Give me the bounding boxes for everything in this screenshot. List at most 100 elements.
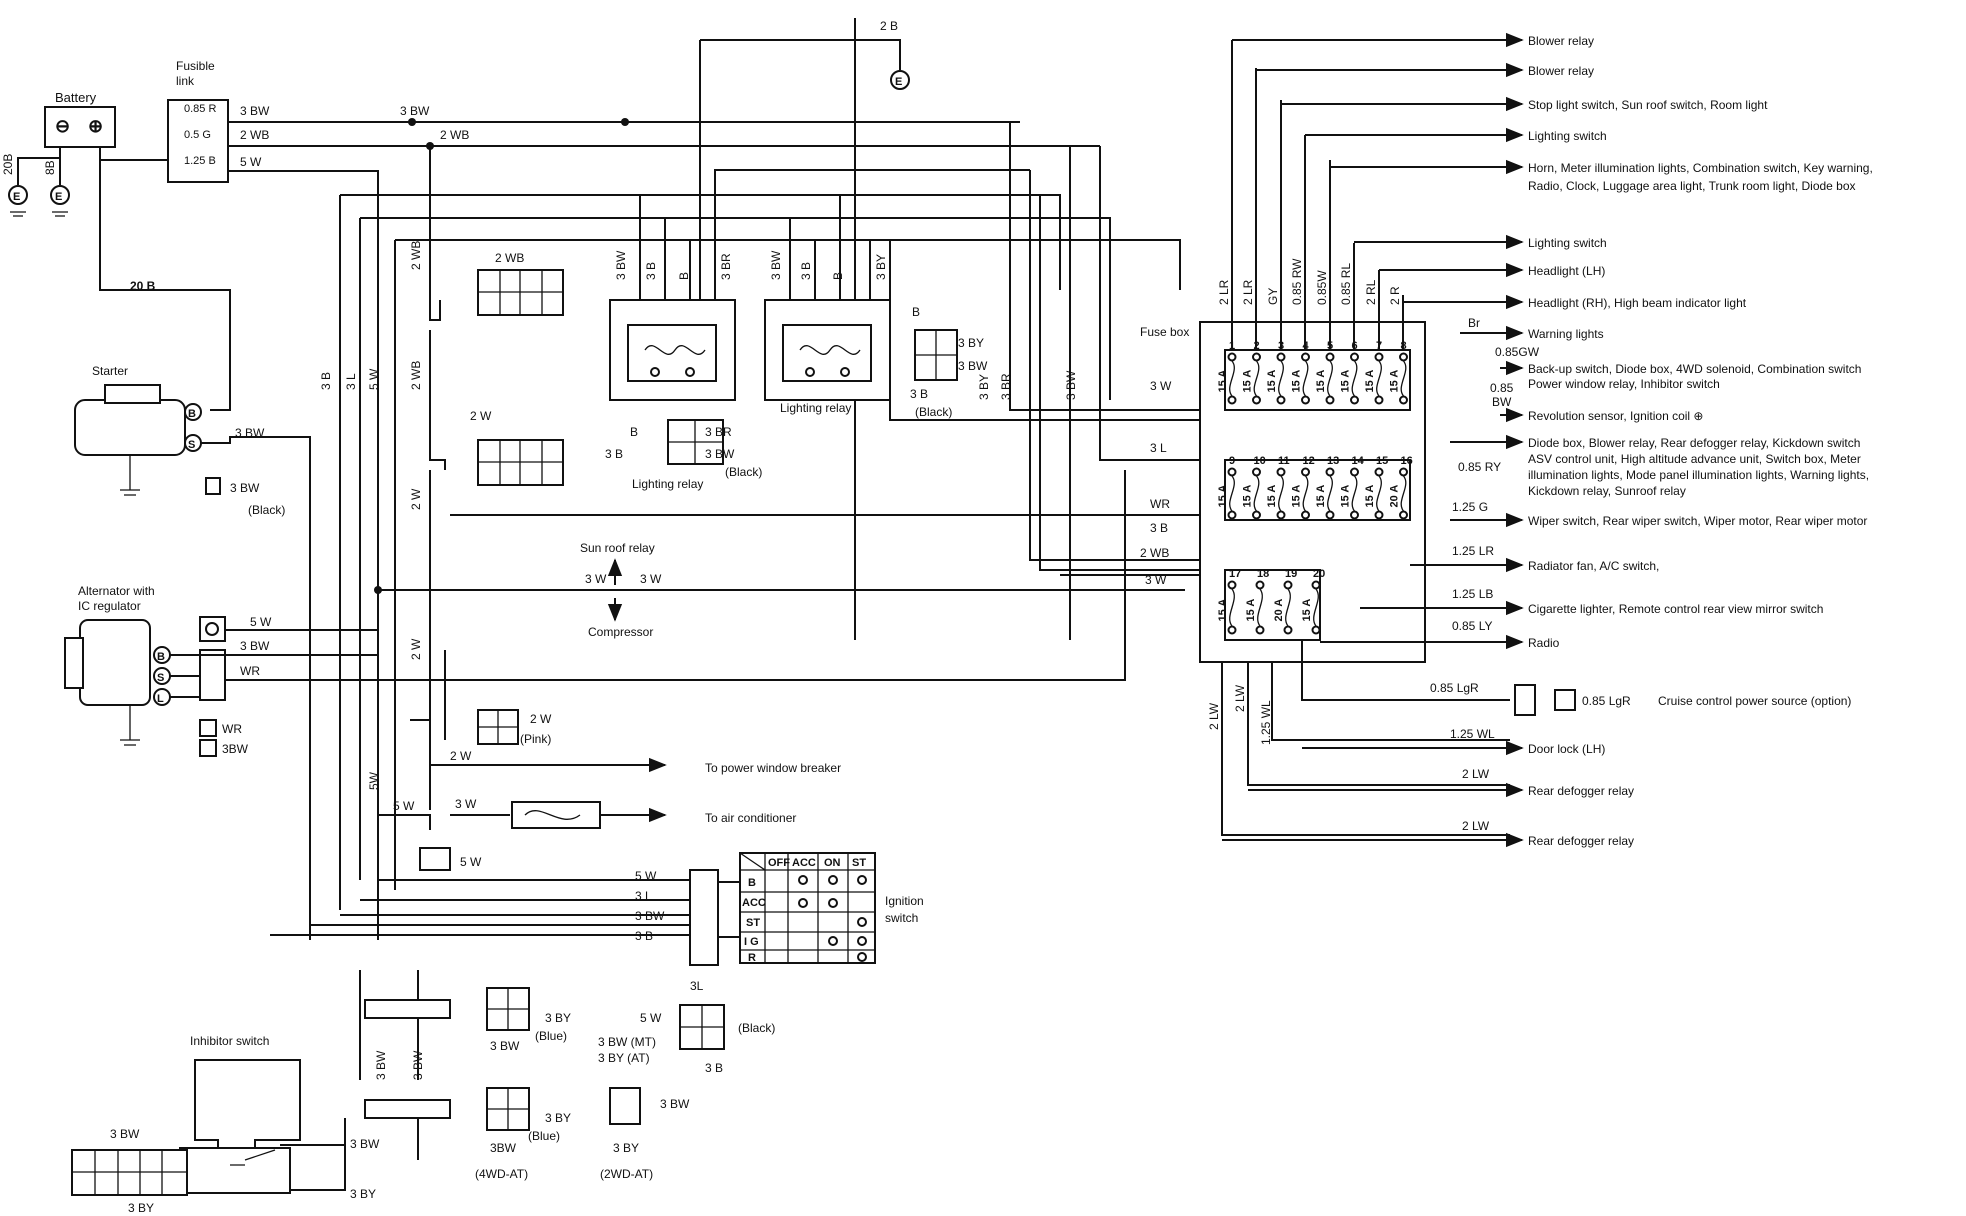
svg-text:OFF: OFF <box>768 857 790 869</box>
wire-label: 3 L <box>344 373 358 390</box>
svg-text:3 BW: 3 BW <box>490 1039 520 1053</box>
wire-label: 3BW <box>222 742 249 756</box>
ignition-switch-label: switch <box>885 911 918 925</box>
svg-text:3 BW (MT): 3 BW (MT) <box>598 1035 656 1049</box>
fuse-rating: 15 A <box>1364 370 1376 393</box>
wire-label: 5 W <box>460 855 482 869</box>
fuse: 815 A <box>1389 340 1408 405</box>
fuse-number: 14 <box>1352 455 1365 467</box>
wire-label: 3 W <box>1150 379 1172 393</box>
ground-symbol: E <box>890 70 910 90</box>
wire-label: 3 BY <box>350 1187 376 1201</box>
blue-connector-a: 3 BY 3 BW (Blue) <box>486 987 571 1053</box>
fuse-rating: 20 A <box>1389 485 1401 508</box>
wire-label: 2 R <box>1388 286 1402 305</box>
svg-text:3 BY: 3 BY <box>545 1111 571 1125</box>
svg-text:3 BY (AT): 3 BY (AT) <box>598 1051 650 1065</box>
fusible-rating: 0.5 G <box>184 129 211 141</box>
fuse: 17 15 A <box>1217 568 1241 635</box>
svg-text:B: B <box>912 305 920 319</box>
wire-label: 0.85 RW <box>1290 258 1304 305</box>
starter-terminal-b: B <box>188 408 196 420</box>
fuse-number: 18 <box>1257 568 1269 580</box>
svg-text:ACC: ACC <box>742 897 766 909</box>
cruise-control-label: Cruise control power source (option) <box>1658 694 1851 708</box>
wire-label: 3 BW <box>1064 370 1078 400</box>
wire-label: 20 B <box>130 279 156 293</box>
alternator: B S L Alternator with IC regulator <box>64 584 171 706</box>
wire-label: 3 B <box>319 372 333 390</box>
fuse-number: 11 <box>1278 455 1290 467</box>
output-label: Blower relay <box>1528 34 1594 48</box>
fuse-rating: 15 A <box>1242 370 1254 393</box>
fuse-number: 19 <box>1285 568 1297 580</box>
inhibitor-switch: Inhibitor switch <box>179 1034 301 1194</box>
fuse-rating: 15 A <box>1217 599 1229 622</box>
wire-label: 8B <box>43 160 57 175</box>
svg-text:3L: 3L <box>690 979 704 993</box>
alt-terminal-b: B <box>157 651 165 663</box>
svg-text:I G: I G <box>744 936 759 948</box>
wire-label: 0.85 LY <box>1452 619 1492 633</box>
svg-text:3 BY: 3 BY <box>613 1141 639 1155</box>
fuse-number: 15 <box>1376 455 1388 467</box>
wire-label: 0.85 <box>1490 381 1514 395</box>
wire-label: WR <box>1150 497 1170 511</box>
wire-label: 0.85 RL <box>1339 263 1353 305</box>
ignition-switch-label: Ignition <box>885 894 924 908</box>
alt-terminal-l: L <box>157 693 164 705</box>
wire-label: 3 BW <box>400 104 430 118</box>
output-label: Stop light switch, Sun roof switch, Room… <box>1528 98 1768 112</box>
connector-pink: 2 W (Pink) <box>477 709 552 746</box>
wire-label: 3 BW <box>240 104 270 118</box>
wire-label: 3 B <box>1150 521 1168 535</box>
svg-text:3 BW: 3 BW <box>110 1127 140 1141</box>
svg-text:3 B: 3 B <box>605 447 623 461</box>
svg-text:(Blue): (Blue) <box>535 1029 567 1043</box>
fuse-number: 17 <box>1229 568 1241 580</box>
wire-label: 5 W <box>393 799 415 813</box>
wire-label: 3 BW <box>374 1050 388 1080</box>
fuse-rating: 15 A <box>1389 370 1401 393</box>
wire-label: 2 LW <box>1462 767 1490 781</box>
wire-label: 3 BY <box>977 374 991 400</box>
wire-label: 3 W <box>1145 573 1167 587</box>
output-label: Lighting switch <box>1528 129 1607 143</box>
wire-label: 3 L <box>1150 441 1167 455</box>
fusible-rating: 0.85 R <box>184 103 216 115</box>
output-label: Lighting switch <box>1528 236 1607 250</box>
wire-label: 1.25 LR <box>1452 544 1494 558</box>
fuse-rating: 15 A <box>1315 485 1327 508</box>
fuse-number: 20 <box>1313 568 1325 580</box>
wire-label: 3 BW <box>614 250 628 280</box>
ground-symbol: E <box>50 185 70 217</box>
fuse-rating: 15 A <box>1291 485 1303 508</box>
svg-text:ACC: ACC <box>792 857 816 869</box>
wire-label: 0.85 LgR <box>1582 694 1631 708</box>
connector-wire-label: 2 W <box>470 409 492 423</box>
wire-label: 2 B <box>880 19 898 33</box>
connector-wire-label: 2 WB <box>495 251 524 265</box>
wire-label: 3 BR <box>999 373 1013 400</box>
fusible-link-label: link <box>176 74 195 88</box>
wire-label: 3 W <box>455 797 477 811</box>
wire-label: 3 BY <box>874 254 888 280</box>
wire-label: 2 W <box>409 488 423 510</box>
output-label: Kickdown relay, Sunroof relay <box>1528 484 1686 498</box>
lighting-relay-2-connector: B 3 BY 3 BW 3 B (Black) <box>910 305 988 419</box>
ignition-switch-table: OFF ACC ON ST B ACC ST I G R <box>739 852 876 964</box>
wire-label: 3 BR <box>719 253 733 280</box>
svg-text:(2WD-AT): (2WD-AT) <box>600 1167 653 1181</box>
connector-color: (Black) <box>248 503 285 517</box>
starter: B S Starter <box>74 364 202 456</box>
svg-text:B: B <box>748 877 756 889</box>
wire-label: 1.25 G <box>1452 500 1488 514</box>
wire-label: WR <box>240 664 260 678</box>
wire-label: 2 WB <box>1140 546 1169 560</box>
